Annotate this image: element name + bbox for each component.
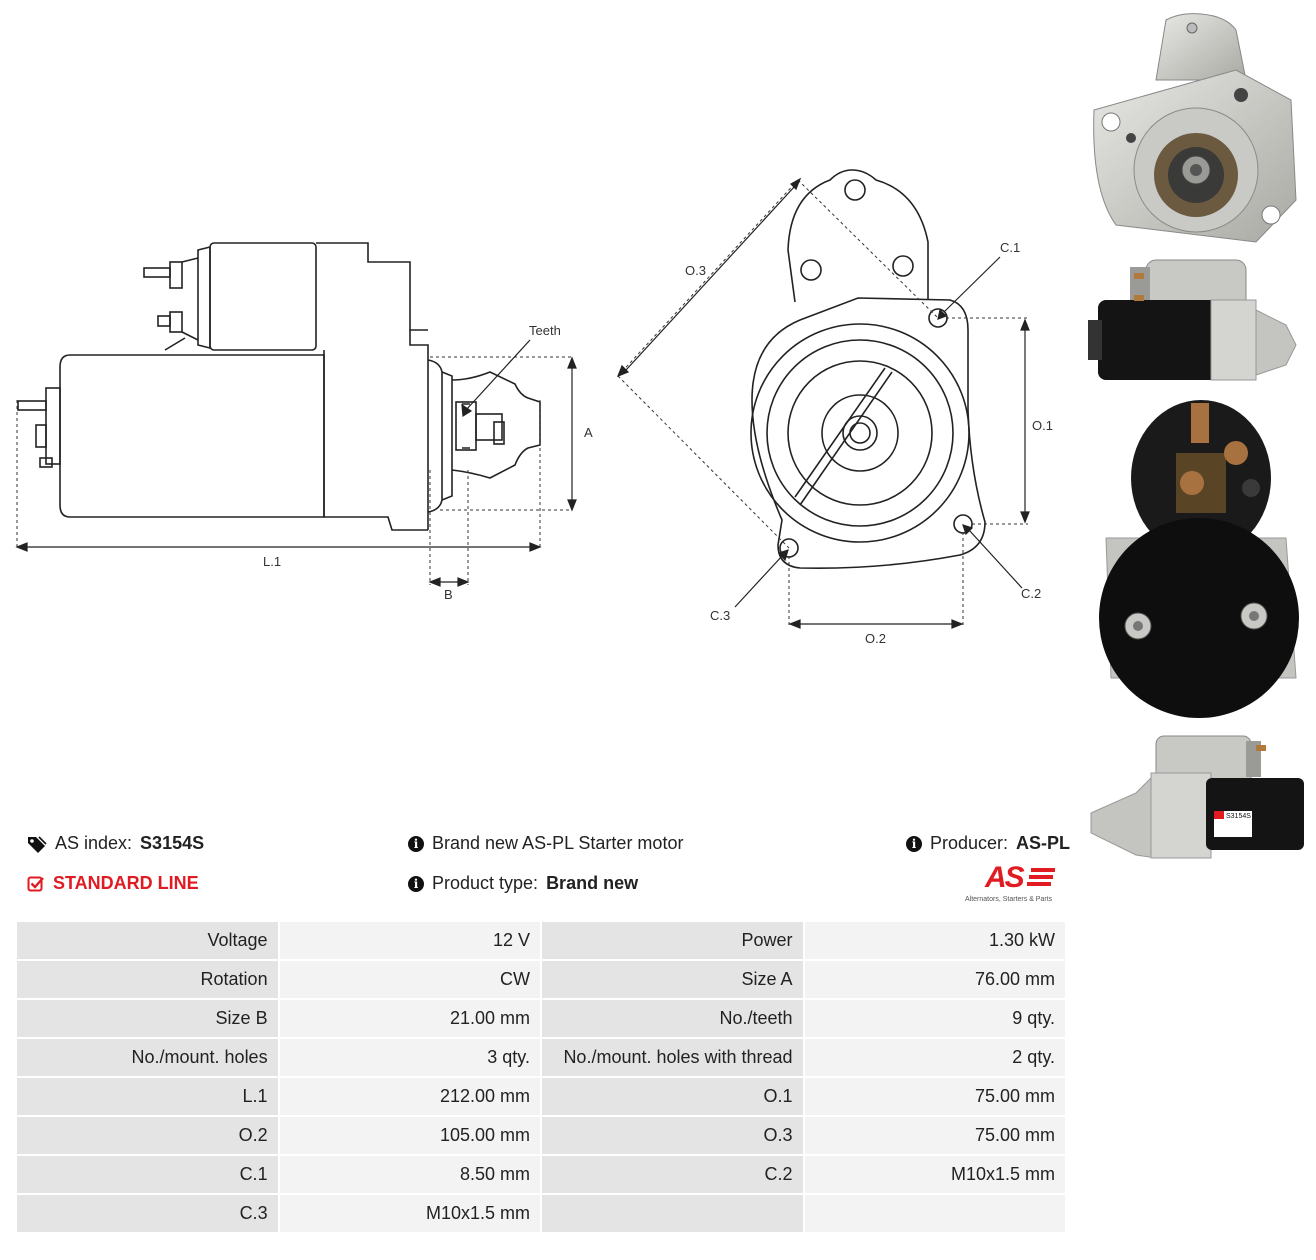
spec-value: 3 qty. xyxy=(277,1037,542,1078)
spec-key: Rotation xyxy=(15,959,280,1000)
dimension-c1-label: C.1 xyxy=(1000,240,1021,255)
dimension-b-label: B xyxy=(444,587,453,602)
product-photo-rear[interactable] xyxy=(1086,398,1308,723)
producer-label: Producer: xyxy=(930,833,1009,853)
standard-line-label: STANDARD LINE xyxy=(53,873,199,893)
product-photo-front[interactable] xyxy=(1086,10,1308,252)
spec-value: 75.00 mm xyxy=(802,1115,1068,1156)
dimension-o1-label: O.1 xyxy=(1032,418,1053,433)
spec-key: L.1 xyxy=(15,1076,280,1117)
as-index-label: AS index: xyxy=(55,833,133,853)
dimension-a-label: A xyxy=(584,425,593,440)
product-type-label: Product type: xyxy=(432,873,539,893)
standard-line: STANDARD LINE xyxy=(27,873,199,894)
spec-key: O.2 xyxy=(15,1115,280,1156)
spec-key: Size B xyxy=(15,998,280,1039)
spec-value: 212.00 mm xyxy=(277,1076,542,1117)
description: i Brand new AS-PL Starter motor xyxy=(408,833,683,854)
product-label-code: S3154S xyxy=(1226,813,1251,820)
spec-key: C.1 xyxy=(15,1154,280,1195)
info-icon: i xyxy=(408,875,424,892)
spec-value: 8.50 mm xyxy=(277,1154,542,1195)
spec-value: 76.00 mm xyxy=(802,959,1068,1000)
spec-key: Voltage xyxy=(15,920,280,961)
spec-value: 12 V xyxy=(277,920,542,961)
description-text: Brand new AS-PL Starter motor xyxy=(432,833,684,853)
spec-key: No./teeth xyxy=(539,998,805,1039)
dimension-c3-label: C.3 xyxy=(710,608,731,623)
spec-value: 2 qty. xyxy=(802,1037,1068,1078)
tag-icon xyxy=(28,835,47,853)
spec-value: 75.00 mm xyxy=(802,1076,1068,1117)
as-pl-logo: AS Alternators, Starters & Parts xyxy=(965,862,1069,908)
as-index: AS index: S3154S xyxy=(27,833,204,854)
spec-value xyxy=(802,1193,1068,1234)
spec-key: C.3 xyxy=(15,1193,280,1234)
spec-value: 1.30 kW xyxy=(802,920,1068,961)
info-icon: i xyxy=(408,835,424,852)
spec-value: CW xyxy=(277,959,542,1000)
logo-mark: AS xyxy=(985,861,1025,894)
product-photo-side[interactable] xyxy=(1086,255,1308,390)
spec-key: O.3 xyxy=(539,1115,805,1156)
dimension-o3-label: O.3 xyxy=(685,263,706,278)
spec-value: M10x1.5 mm xyxy=(802,1154,1068,1195)
spec-value: 21.00 mm xyxy=(277,998,542,1039)
logo-tagline: Alternators, Starters & Parts xyxy=(965,896,1053,903)
dimension-l1-label: L.1 xyxy=(263,554,282,569)
producer-value: AS-PL xyxy=(1016,833,1071,853)
product-type-value: Brand new xyxy=(546,873,639,893)
spec-value: 9 qty. xyxy=(802,998,1068,1039)
spec-key: No./mount. holes xyxy=(15,1037,280,1078)
spec-value: 105.00 mm xyxy=(277,1115,542,1156)
as-index-value: S3154S xyxy=(140,833,205,853)
info-icon: i xyxy=(906,835,922,852)
spec-key: No./mount. holes with thread xyxy=(539,1037,805,1078)
front-view-drawing xyxy=(616,169,1030,629)
checkbox-icon xyxy=(27,876,44,891)
dimension-o2-label: O.2 xyxy=(865,631,886,646)
spec-key xyxy=(539,1193,805,1234)
side-view-drawing xyxy=(15,242,577,587)
spec-value: M10x1.5 mm xyxy=(277,1193,542,1234)
product-type: i Product type: Brand new xyxy=(408,873,638,894)
dimension-c2-label: C.2 xyxy=(1021,586,1042,601)
spec-key: Power xyxy=(539,920,805,961)
spec-key: Size A xyxy=(539,959,805,1000)
spec-key: C.2 xyxy=(539,1154,805,1195)
product-photo-labelled[interactable]: S3154S xyxy=(1086,733,1308,868)
spec-key: O.1 xyxy=(539,1076,805,1117)
producer: i Producer: AS-PL xyxy=(906,833,1070,854)
teeth-label: Teeth xyxy=(529,323,561,338)
